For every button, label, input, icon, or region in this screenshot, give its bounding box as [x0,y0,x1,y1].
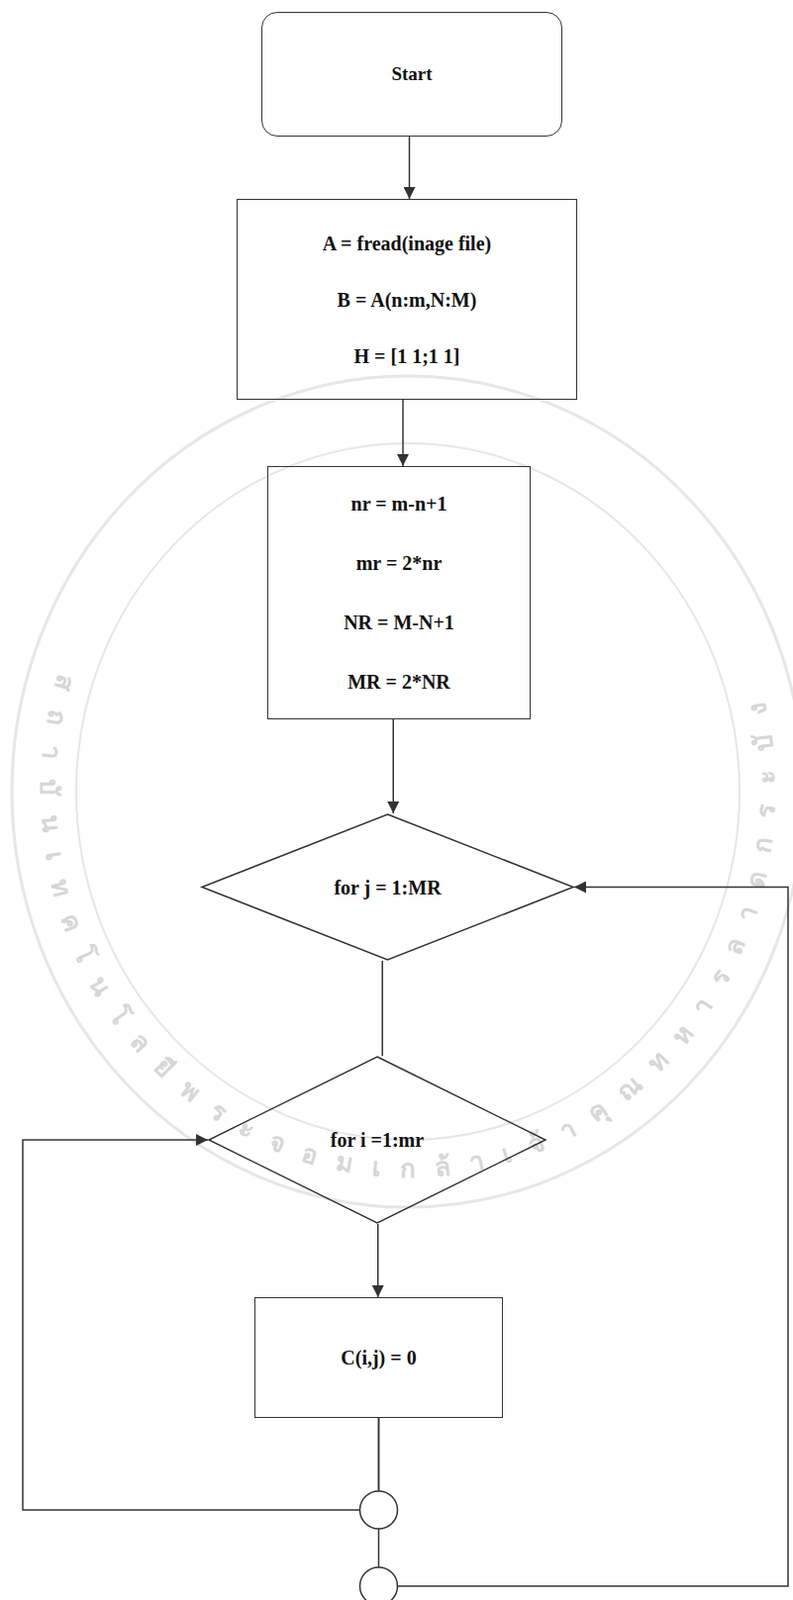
node-text: B = A(n:m,N:M) [337,288,478,312]
watermark-path [40,660,776,1179]
seal-ring [76,443,740,1141]
seal-ring [11,376,793,1208]
flow-connector [401,399,404,467]
node-text: for i =1:mr [330,1128,424,1153]
flow-connector [382,961,385,1057]
flow-connector [393,719,396,814]
process-box: C(i,j) = 0 [254,1297,503,1419]
node-text: H = [1 1;1 1] [354,344,461,369]
node-text: mr = 2*nr [356,551,443,576]
watermark-text: สถาบันเทคโนโลยีพระจอมเกล้าเจ้าคุณทหารลาด… [34,672,782,1185]
connector-circle [360,1491,398,1530]
decision-diamond: for i =1:mr [207,1056,547,1225]
node-text: nr = m-n+1 [351,492,448,516]
decision-diamond: for j = 1:MR [200,813,575,962]
node-text: for j = 1:MR [333,876,441,900]
flow-connector [22,1140,380,1511]
node-text: A = fread(inage file) [322,231,492,256]
flow-connector [379,888,790,1588]
node-text: Start [391,62,432,87]
flow-connector [408,136,411,199]
connector-circle [360,1568,398,1600]
terminal-box: Start [261,11,563,137]
flow-connector [377,1224,380,1298]
node-text: NR = M-N+1 [343,610,455,635]
node-text: MR = 2*NR [347,670,451,694]
node-text: C(i,j) = 0 [340,1346,416,1371]
process-box: nr = m-n+1 mr = 2*nr NR = M-N+1 MR = 2*NR [267,466,531,720]
process-box: A = fread(inage file) B = A(n:m,N:M) H = [… [236,198,578,400]
